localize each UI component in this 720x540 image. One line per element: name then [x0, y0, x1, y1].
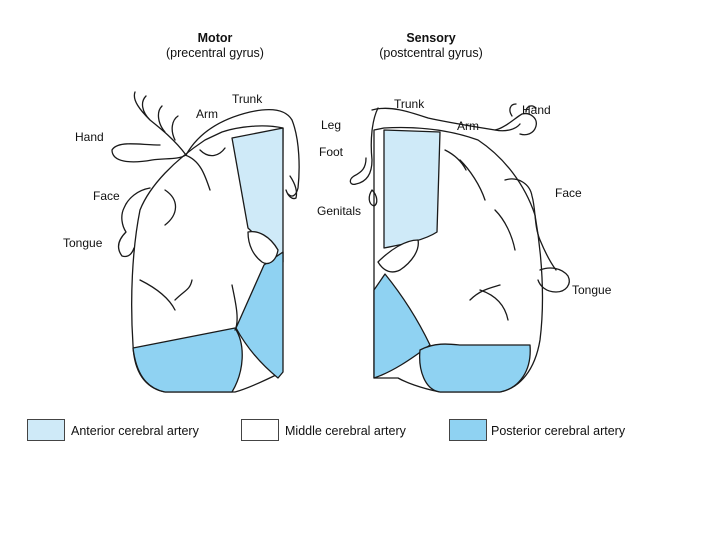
- sensory-homunculus-tongue: [537, 267, 570, 293]
- legend-posterior: Posterior cerebral artery: [449, 419, 659, 445]
- motor-posterior-region-medial: [235, 251, 284, 379]
- motor-ventricle: [247, 230, 279, 265]
- sensory-label-tongue: Tongue: [572, 283, 612, 297]
- sensory-label-face: Face: [555, 186, 582, 200]
- motor-label-hand: Hand: [75, 130, 104, 144]
- sensory-homunculus-face: [504, 178, 557, 271]
- motor-title-block: Motor (precentral gyrus): [140, 31, 290, 61]
- sensory-title: Sensory: [406, 31, 456, 45]
- legend-anterior: Anterior cerebral artery: [27, 419, 227, 445]
- legend-label-anterior: Anterior cerebral artery: [71, 424, 199, 438]
- motor-label-face: Face: [93, 189, 120, 203]
- sensory-label-trunk: Trunk: [394, 97, 425, 111]
- sensory-label-leg: Leg: [321, 118, 342, 132]
- sensory-label-foot: Foot: [319, 145, 344, 159]
- sensory-posterior-region-lower: [419, 343, 531, 393]
- motor-label-trunk: Trunk: [232, 92, 263, 106]
- legend-swatch-anterior: [27, 419, 65, 441]
- motor-subtitle: (precentral gyrus): [166, 46, 264, 60]
- motor-label-tongue: Tongue: [63, 236, 103, 250]
- sensory-homunculus-leg-foot: [349, 107, 379, 186]
- legend-label-middle: Middle cerebral artery: [285, 424, 406, 438]
- sensory-sulci: [444, 149, 516, 321]
- motor-homunculus-hand: [111, 91, 187, 163]
- legend-swatch-middle: [241, 419, 279, 441]
- motor-homunculus-face: [117, 187, 151, 258]
- sensory-label-genitals: Genitals: [317, 204, 362, 218]
- sensory-title-block: Sensory (postcentral gyrus): [356, 31, 506, 61]
- sensory-ventricle: [377, 239, 419, 273]
- sensory-label-arm: Arm: [457, 119, 479, 133]
- motor-label-arm: Arm: [196, 107, 218, 121]
- sensory-homunculus-genitals: [368, 189, 378, 207]
- legend-middle: Middle cerebral artery: [241, 419, 441, 445]
- sensory-label-hand: Hand: [522, 103, 551, 117]
- legend-swatch-posterior: [449, 419, 487, 441]
- sensory-homunculus-trunk: [371, 107, 521, 132]
- sensory-posterior-region-medial: [373, 273, 431, 379]
- motor-title: Motor: [197, 31, 233, 45]
- legend-label-posterior: Posterior cerebral artery: [491, 424, 626, 438]
- sensory-anterior-region: [383, 129, 441, 249]
- motor-sulci: [139, 147, 238, 331]
- sensory-subtitle: (postcentral gyrus): [379, 46, 483, 60]
- motor-posterior-region-lower: [132, 327, 243, 393]
- sensory-homunculus-hand: [494, 103, 537, 136]
- motor-homunculus-foot: [285, 175, 298, 200]
